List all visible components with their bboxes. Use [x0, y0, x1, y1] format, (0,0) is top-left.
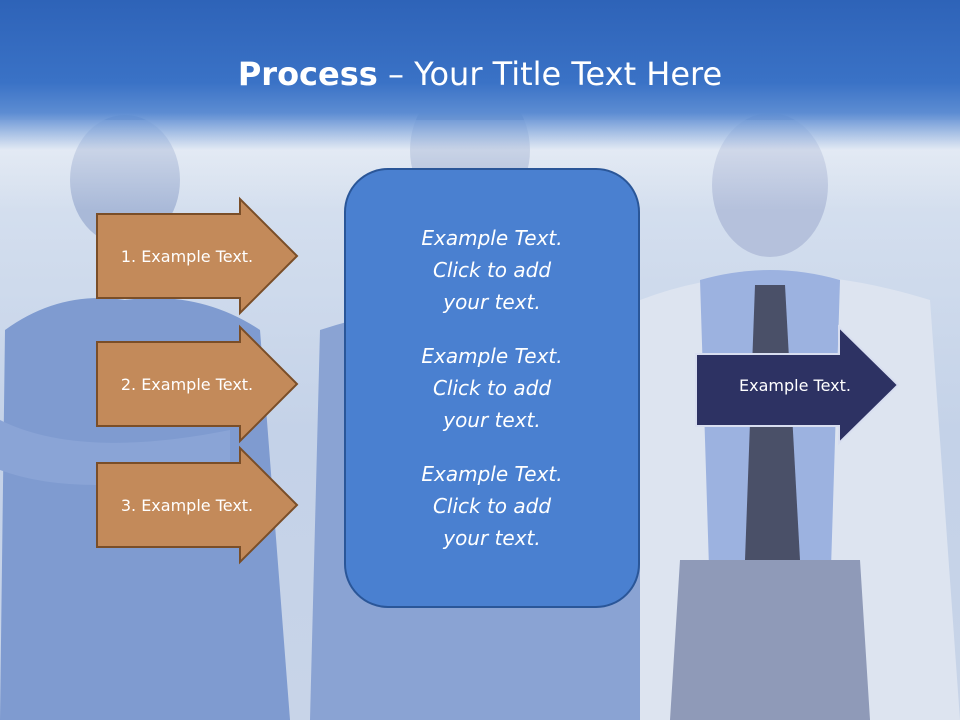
- title-rest: – Your Title Text Here: [377, 55, 723, 93]
- output-arrow[interactable]: Example Text.: [695, 324, 900, 446]
- step-arrow-1[interactable]: 1. Example Text.: [96, 196, 299, 316]
- step-arrow-3[interactable]: 3. Example Text.: [96, 445, 299, 565]
- center-paragraph-1: Example Text. Click to add your text.: [421, 226, 563, 314]
- center-text-box[interactable]: Example Text. Click to add your text. Ex…: [344, 168, 640, 608]
- arrow-shape: [96, 324, 299, 444]
- title-bold: Process: [237, 55, 378, 93]
- step-label: 1. Example Text.: [120, 246, 254, 266]
- slide-title[interactable]: Process – Your Title Text Here: [0, 52, 960, 96]
- center-paragraph-2: Example Text. Click to add your text.: [421, 344, 563, 432]
- center-paragraph-3: Example Text. Click to add your text.: [421, 462, 563, 550]
- arrow-shape: [96, 196, 299, 316]
- title-bar: [0, 0, 960, 150]
- step-label: 3. Example Text.: [120, 495, 254, 515]
- output-label: Example Text.: [739, 375, 851, 395]
- step-label: 2. Example Text.: [120, 374, 254, 394]
- arrow-shape: [695, 324, 900, 446]
- arrow-shape: [96, 445, 299, 565]
- step-arrow-2[interactable]: 2. Example Text.: [96, 324, 299, 444]
